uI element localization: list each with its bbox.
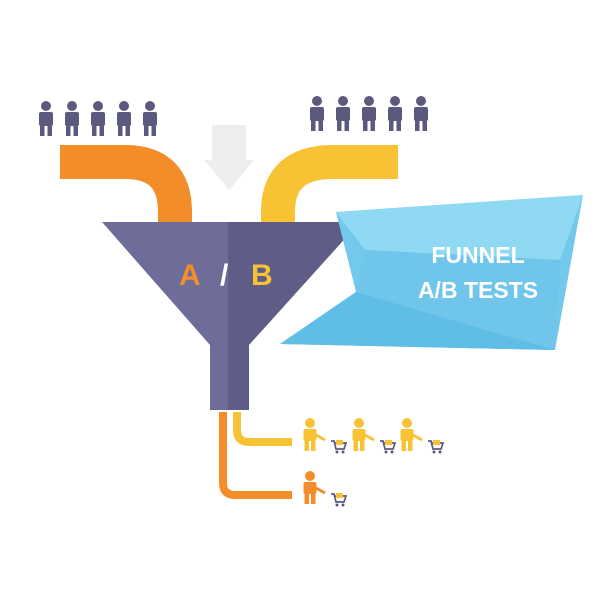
pipe-a-output	[219, 412, 292, 499]
shopping-cart-icon	[331, 493, 348, 507]
shopper-icon	[303, 471, 326, 504]
output-b-shoppers-group	[303, 418, 445, 454]
person-icon	[39, 101, 53, 136]
down-arrow-icon	[204, 125, 254, 190]
funnel-ab-tests-banner: FUNNEL A/B TESTS	[280, 195, 583, 350]
person-icon	[310, 96, 324, 131]
person-icon	[65, 101, 79, 136]
shopper-icon	[400, 418, 423, 451]
shopping-cart-icon	[428, 440, 445, 454]
person-icon	[414, 96, 428, 131]
pipes	[60, 145, 398, 499]
person-icon	[143, 101, 157, 136]
output-a-shopper-group	[303, 471, 348, 507]
funnel-label-a: A	[179, 259, 201, 292]
right-input-people-group	[310, 96, 428, 131]
person-icon	[91, 101, 105, 136]
funnel-label-separator: /	[220, 259, 229, 292]
person-icon	[117, 101, 131, 136]
pipe-a-input	[60, 145, 192, 222]
banner-title-line1: FUNNEL	[431, 242, 524, 268]
banner-title-line2: A/B TESTS	[418, 277, 538, 303]
shopper-icon	[303, 418, 326, 451]
person-icon	[362, 96, 376, 131]
person-icon	[388, 96, 402, 131]
funnel-label-b: B	[251, 259, 273, 292]
left-input-people-group	[39, 101, 157, 136]
shopping-cart-icon	[380, 440, 397, 454]
shopping-cart-icon	[331, 440, 348, 454]
funnel: A / B	[102, 222, 360, 410]
pipe-b-input	[261, 145, 398, 222]
pipe-b-output	[233, 412, 292, 446]
shopper-icon	[352, 418, 375, 451]
person-icon	[336, 96, 350, 131]
